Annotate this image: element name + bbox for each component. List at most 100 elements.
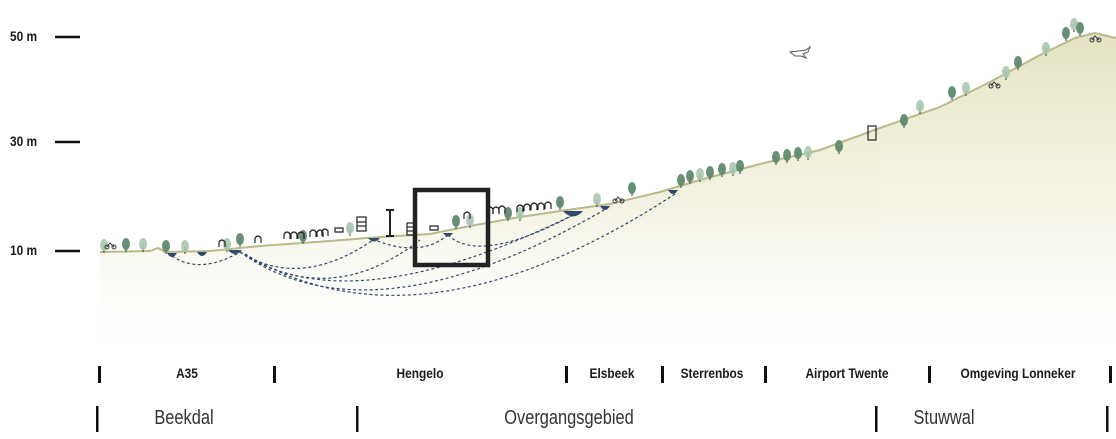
tree-icon — [181, 240, 189, 254]
flow-line — [447, 213, 576, 247]
airplane-icon — [788, 45, 812, 60]
stream-icon — [443, 233, 453, 237]
tree-icon — [299, 230, 307, 244]
cyclist-icon — [104, 242, 117, 250]
terrain-line — [99, 31, 1116, 254]
flow-line — [244, 193, 676, 296]
location-divider — [764, 366, 767, 383]
zone-dividers — [96, 406, 1109, 432]
cyclists — [104, 35, 1102, 250]
tree-icon — [835, 140, 843, 154]
cyclist-icon — [1089, 35, 1102, 43]
zone-label-stuwwal: Stuwwal — [913, 407, 975, 429]
stream-icon — [600, 206, 610, 210]
zone-divider — [96, 406, 99, 432]
streams — [167, 190, 678, 257]
tree-icon — [346, 222, 354, 236]
tree-icon — [162, 240, 170, 254]
location-label-hengelo: Hengelo — [396, 365, 444, 381]
location-label-airport-twente: Airport Twente — [805, 365, 889, 381]
trees — [100, 18, 1084, 254]
location-divider — [1109, 366, 1112, 383]
well-icon — [334, 227, 344, 233]
house-icon — [516, 204, 524, 212]
tree-icon — [236, 233, 244, 247]
zone-label-overgangsgebied: Overgangsgebied — [504, 407, 634, 429]
tree-icon — [736, 160, 744, 174]
tree-icon — [122, 238, 130, 252]
tree-icon — [139, 238, 147, 252]
tree-icon — [729, 162, 737, 176]
well-icon — [429, 225, 439, 231]
house-icon — [254, 235, 262, 243]
houses — [218, 201, 552, 247]
stream-icon — [167, 253, 177, 257]
house-icon — [316, 229, 324, 237]
tree-icon — [504, 207, 512, 221]
tree-icon — [1002, 66, 1010, 80]
tree-icon — [900, 114, 908, 128]
house-icon — [321, 228, 329, 236]
highlight-frame — [412, 187, 491, 268]
stream-icon — [563, 211, 583, 217]
tree-icon — [593, 193, 601, 207]
house-icon — [218, 239, 226, 247]
elevation-label-10m: 10 m — [10, 242, 38, 258]
stream-icon — [368, 238, 380, 242]
tree-icon — [1076, 22, 1084, 36]
house-icon — [523, 203, 531, 211]
house-icon — [290, 231, 298, 239]
tree-icon — [686, 170, 694, 184]
tower-icon — [867, 125, 877, 141]
flow-line — [239, 239, 421, 279]
house-icon — [297, 231, 305, 239]
zone-divider — [1106, 406, 1109, 432]
location-label-elsbeek: Elsbeek — [589, 365, 635, 381]
house-icon — [530, 202, 538, 210]
zone-label-beekdal: Beekdal — [154, 407, 214, 429]
building-icon — [356, 216, 367, 232]
house-icon — [463, 211, 471, 219]
tree-icon — [1042, 42, 1050, 56]
house-icon — [537, 202, 545, 210]
tree-icon — [628, 182, 636, 196]
tree-icon — [783, 149, 791, 163]
tree-icon — [794, 147, 802, 161]
location-label-sterrenbos: Sterrenbos — [680, 365, 744, 381]
house-icon — [309, 229, 317, 237]
tree-icon — [1062, 27, 1070, 41]
tree-icon — [948, 86, 956, 100]
groundwater-flow-lines — [171, 193, 676, 296]
house-icon — [283, 231, 291, 239]
tree-icon — [100, 239, 108, 253]
flow-line — [171, 251, 241, 266]
location-label-omgeving-lonneker: Omgeving Lonneker — [960, 365, 1076, 381]
location-divider — [928, 366, 931, 383]
elevation-label-30m: 30 m — [10, 133, 38, 149]
stream-icon — [197, 252, 207, 256]
tree-icon — [706, 166, 714, 180]
tree-icon — [804, 146, 812, 160]
house-icon — [544, 201, 552, 209]
cyclist-icon — [612, 196, 625, 204]
zone-divider — [356, 406, 359, 432]
cyclist-icon — [988, 81, 1001, 89]
tree-icon — [696, 168, 704, 182]
tree-icon — [916, 100, 924, 114]
tree-icon — [1014, 56, 1022, 70]
tree-icon — [772, 151, 780, 165]
location-divider — [565, 366, 568, 383]
location-divider — [273, 366, 276, 383]
hill-fill — [880, 33, 1116, 250]
terrain-fill — [100, 33, 1116, 360]
stream-icon — [228, 250, 242, 254]
zone-divider — [875, 406, 878, 432]
elevation-label-50m: 50 m — [10, 28, 38, 44]
tree-icon — [718, 163, 726, 177]
tree-icon — [516, 207, 524, 221]
location-divider — [661, 366, 664, 383]
location-label-a35: A35 — [176, 365, 198, 381]
tree-icon — [677, 174, 685, 188]
tree-icon — [1070, 18, 1078, 32]
